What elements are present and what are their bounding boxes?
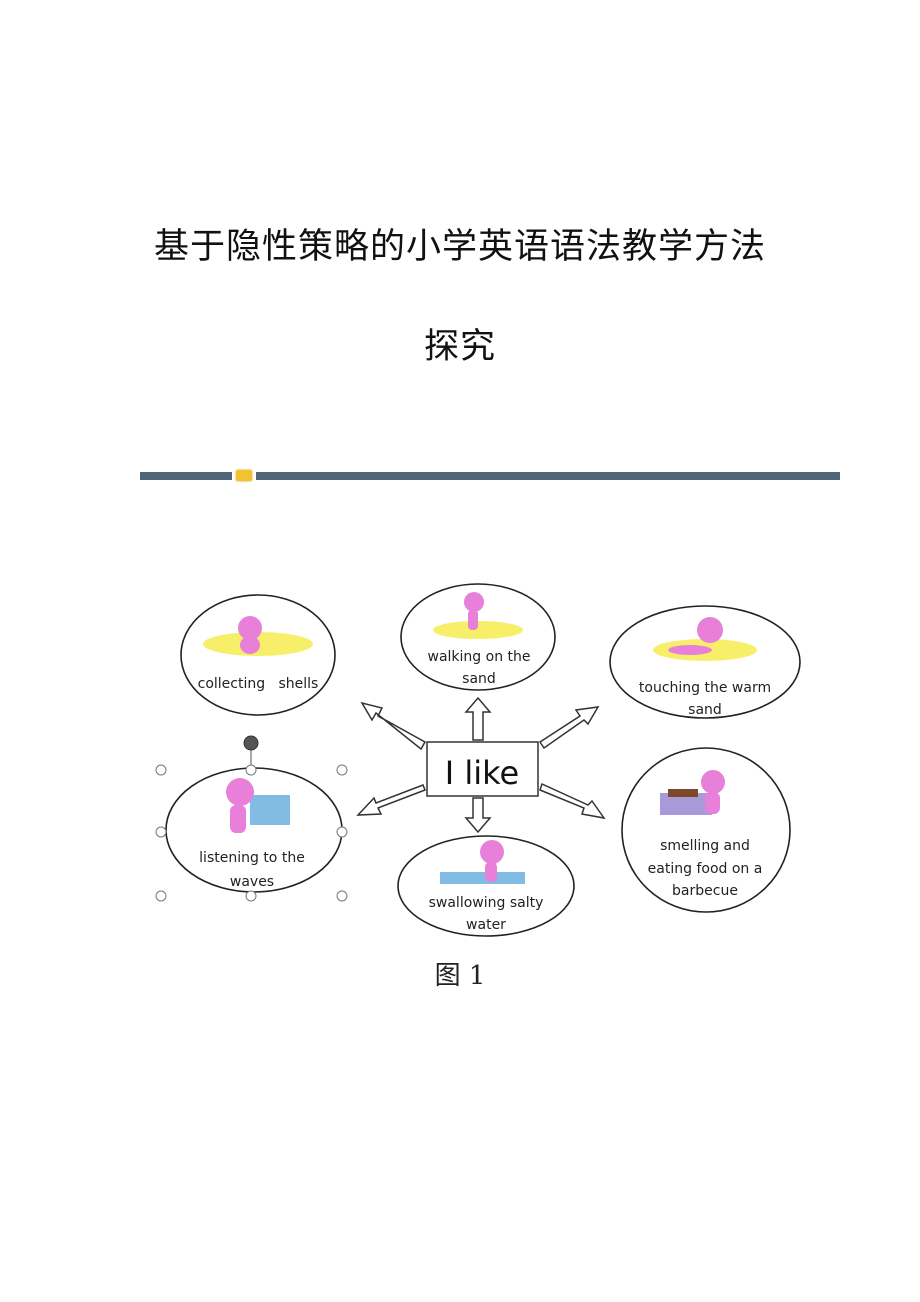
divider-bar-right <box>256 472 840 480</box>
arrow-down-right <box>539 782 606 820</box>
illustration-touching-icon <box>653 617 757 661</box>
bubble-label: walking on the <box>428 649 531 665</box>
arrow-up <box>464 696 492 741</box>
bubble-label: collecting shells <box>198 676 319 692</box>
illustration-swallowing-icon <box>440 840 525 884</box>
illustration-walking-icon <box>433 592 523 639</box>
document-title-line-1: 基于隐性策略的小学英语语法教学方法 <box>153 227 766 267</box>
bubble-label: sand <box>688 702 722 718</box>
center-box <box>426 741 539 797</box>
bubble-label: eating food on a <box>648 861 763 877</box>
bubble-swallowing-water <box>397 835 575 937</box>
arrow-up-right <box>538 706 600 750</box>
arrow-down-left <box>356 784 426 816</box>
divider-bar-left <box>140 472 232 480</box>
bubble-label: listening to the <box>199 850 305 866</box>
selection-handles[interactable] <box>155 735 348 902</box>
document-title-line-2: 探究 <box>423 327 496 367</box>
bubble-label: smelling and <box>660 838 750 854</box>
figure-caption: 图 1 <box>434 961 486 991</box>
bubble-label: touching the warm <box>639 680 771 696</box>
rotate-handle-icon <box>243 735 259 751</box>
bubble-label: swallowing salty <box>429 895 544 911</box>
bubble-label: waves <box>230 874 274 890</box>
bubble-smelling-barbecue <box>621 747 791 913</box>
arrow-up-left <box>360 701 427 751</box>
arrow-down <box>464 797 492 834</box>
divider-badge-icon <box>236 470 252 481</box>
bubble-touching-sand <box>609 605 801 719</box>
illustration-collecting-icon <box>203 616 313 656</box>
bubble-label: sand <box>462 671 496 687</box>
bubble-label: barbecue <box>672 883 738 899</box>
illustration-barbecue-icon <box>660 770 725 815</box>
illustration-listening-icon <box>226 778 290 833</box>
center-label: I like <box>445 754 519 792</box>
bubble-label: water <box>466 917 506 933</box>
